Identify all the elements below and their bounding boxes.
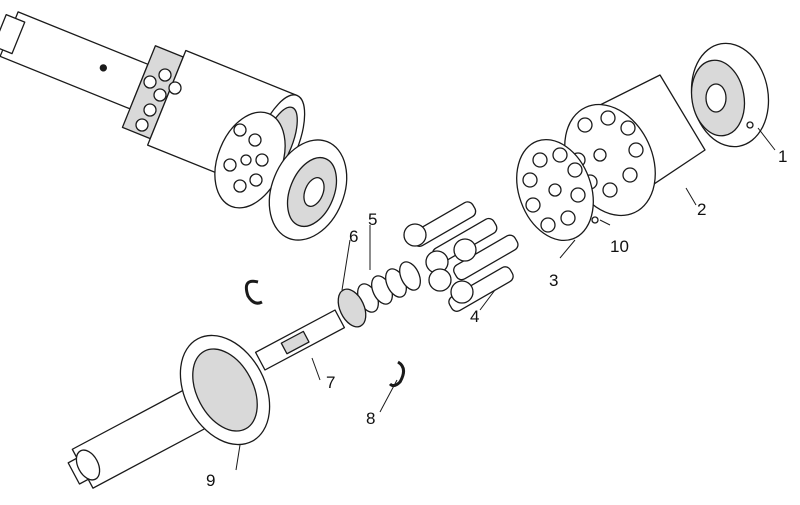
part-10-pin bbox=[591, 216, 599, 224]
callout-7: 7 bbox=[326, 373, 336, 392]
callout-9: 9 bbox=[206, 471, 216, 490]
leader-lines bbox=[235, 127, 776, 471]
part-7-spline-shaft bbox=[254, 309, 346, 371]
callout-6: 6 bbox=[349, 227, 359, 246]
callout-4: 4 bbox=[470, 307, 480, 326]
callout-8: 8 bbox=[366, 409, 376, 428]
callout-2: 2 bbox=[697, 200, 707, 219]
callout-1: 1 bbox=[778, 147, 788, 166]
part-4-pistons bbox=[403, 201, 519, 312]
part-3-retainer-plate bbox=[516, 138, 599, 242]
part-8-snap-ring bbox=[388, 360, 405, 388]
part-2-cylinder-block bbox=[564, 74, 706, 217]
upper-valve-plate bbox=[268, 139, 348, 241]
callout-5: 5 bbox=[368, 210, 378, 229]
part-6-sleeve bbox=[337, 288, 367, 328]
bearing-balls bbox=[135, 68, 182, 132]
upper-shaft-assembly bbox=[0, 11, 348, 241]
callout-10: 10 bbox=[610, 237, 629, 256]
callout-3: 3 bbox=[549, 271, 559, 290]
part-1-valve-plate bbox=[690, 42, 770, 148]
part-9-main-shaft bbox=[67, 334, 271, 489]
snap-ring-upper bbox=[244, 279, 263, 305]
